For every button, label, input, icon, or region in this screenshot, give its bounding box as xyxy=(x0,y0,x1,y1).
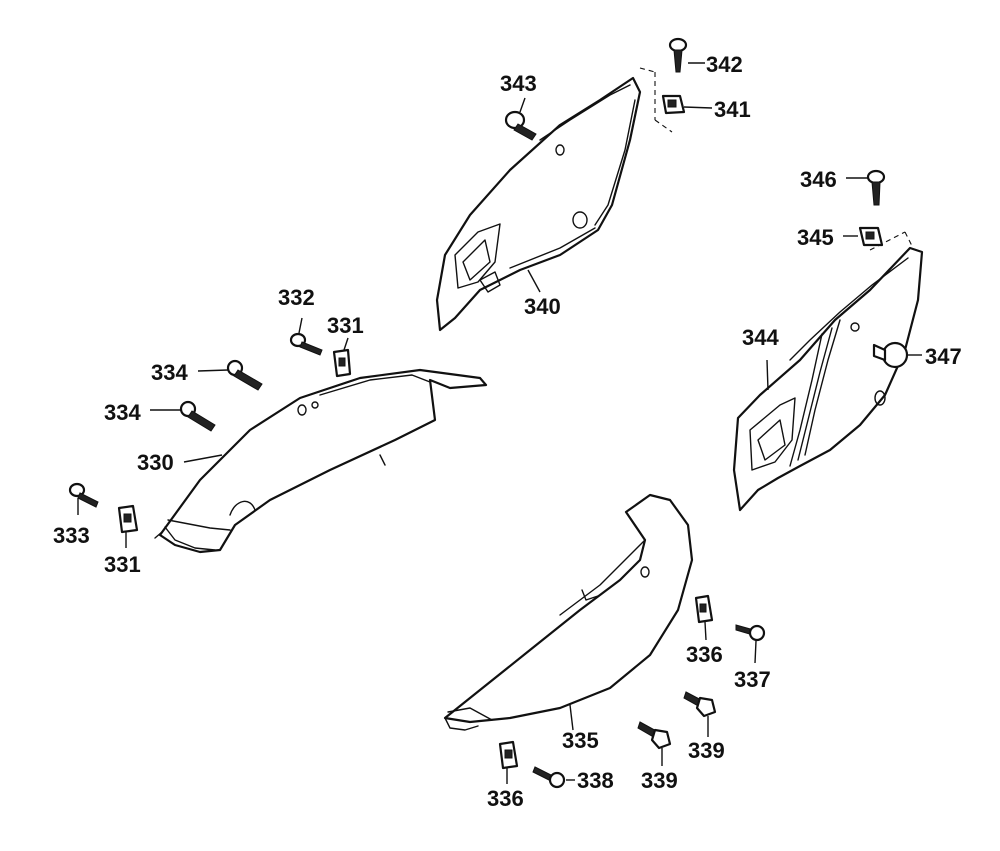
callout-347: 347 xyxy=(925,344,962,369)
callout-331-lower: 331 xyxy=(104,552,141,577)
callout-330: 330 xyxy=(137,450,174,475)
bolt-334-lower xyxy=(179,400,216,432)
screw-346 xyxy=(866,169,886,206)
callout-331-upper: 331 xyxy=(327,313,364,338)
callout-334-upper: 334 xyxy=(151,360,188,385)
callout-342: 342 xyxy=(706,52,743,77)
screw-338 xyxy=(532,766,566,789)
bolt-339-upper xyxy=(683,691,717,718)
leader-lines xyxy=(77,62,922,784)
callout-341: 341 xyxy=(714,97,751,122)
callout-334-lower: 334 xyxy=(104,400,141,425)
clip-331-upper xyxy=(332,348,352,378)
callout-336-upper: 336 xyxy=(686,642,723,667)
part-330-lower-cover xyxy=(154,368,488,554)
callout-336-lower: 336 xyxy=(487,786,524,811)
screw-332 xyxy=(289,332,323,356)
clip-345 xyxy=(858,226,884,247)
callout-333: 333 xyxy=(53,523,90,548)
callout-346: 346 xyxy=(800,167,837,192)
callout-339-upper: 339 xyxy=(688,738,725,763)
callout-338: 338 xyxy=(577,768,614,793)
callout-340: 340 xyxy=(524,294,561,319)
bolt-334-upper xyxy=(226,359,263,391)
screw-337 xyxy=(735,624,766,642)
part-340-side-cover xyxy=(435,67,673,332)
callout-344: 344 xyxy=(742,325,779,350)
bolt-343 xyxy=(504,110,537,141)
callout-337: 337 xyxy=(734,667,771,692)
screw-333 xyxy=(68,482,99,508)
part-344-side-cover xyxy=(732,231,924,512)
clip-331-lower xyxy=(117,504,139,534)
part-335-lower-cover xyxy=(443,493,694,731)
bolt-339-lower xyxy=(637,721,672,750)
callout-332: 332 xyxy=(278,285,315,310)
screw-342 xyxy=(668,37,688,73)
callout-339-lower: 339 xyxy=(641,768,678,793)
clip-336-upper xyxy=(694,594,714,624)
callout-343: 343 xyxy=(500,71,537,96)
clip-341 xyxy=(661,94,686,115)
callout-335: 335 xyxy=(562,728,599,753)
clip-336-lower xyxy=(498,740,519,770)
callout-345: 345 xyxy=(797,225,834,250)
grommet-347 xyxy=(872,341,909,369)
